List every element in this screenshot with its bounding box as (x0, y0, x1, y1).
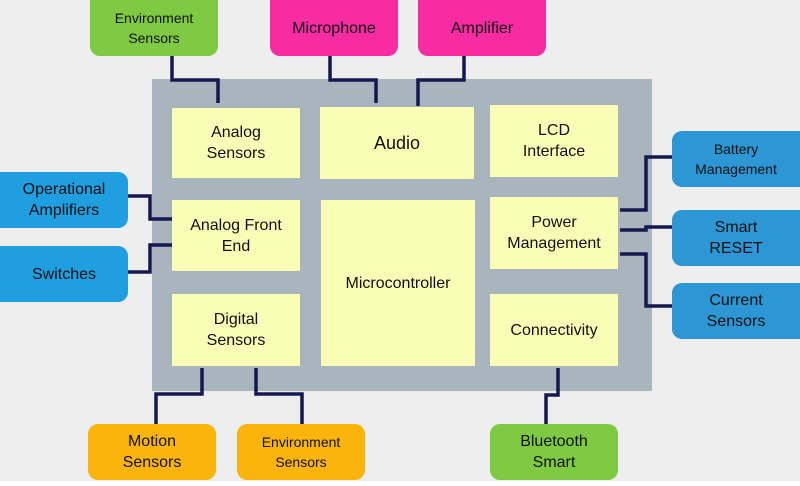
block-audio[interactable]: Audio (320, 107, 474, 179)
ext-environment-sensors-bottom[interactable]: Environment Sensors (237, 424, 365, 480)
ext-amplifier[interactable]: Amplifier (418, 0, 546, 56)
ext-operational-amplifiers[interactable]: Operational Amplifiers (0, 172, 128, 228)
block-label: Microcontroller (345, 274, 451, 292)
ext-label: Amplifier (450, 19, 514, 37)
ext-switches[interactable]: Switches (0, 246, 128, 302)
block-analog-front-end[interactable]: Analog Front End (172, 200, 300, 271)
block-connectivity[interactable]: Connectivity (490, 294, 618, 366)
ext-label: Current Sensors (706, 292, 766, 330)
block-lcd-interface[interactable]: LCD Interface (490, 105, 618, 177)
block-digital-sensors[interactable]: Digital Sensors (172, 294, 300, 366)
ext-label: Environment Sensors (114, 10, 194, 46)
ext-label: Environment Sensors (261, 434, 341, 470)
ext-motion-sensors[interactable]: Motion Sensors (88, 424, 216, 480)
ext-bluetooth-smart[interactable]: Bluetooth Smart (490, 424, 618, 480)
block-label: Digital Sensors (206, 311, 266, 349)
block-label: Analog Sensors (206, 124, 266, 162)
ext-current-sensors[interactable]: Current Sensors (672, 283, 800, 339)
block-power-management[interactable]: Power Management (490, 197, 618, 269)
block-label: Analog Front End (190, 216, 282, 255)
ext-microphone[interactable]: Microphone (270, 0, 398, 56)
block-label: LCD Interface (522, 122, 586, 160)
ext-label: Switches (31, 265, 97, 283)
ext-label: Smart RESET (709, 219, 763, 257)
ext-label: Operational Amplifiers (22, 181, 106, 219)
ext-label: Motion Sensors (122, 433, 182, 471)
ext-label: Microphone (292, 19, 376, 37)
block-label: Connectivity (510, 321, 598, 339)
ext-label: Bluetooth Smart (520, 433, 588, 471)
ext-label: Battery Management (695, 141, 777, 177)
block-analog-sensors[interactable]: Analog Sensors (172, 108, 300, 178)
block-label: Audio (373, 132, 421, 153)
ext-battery-management[interactable]: Battery Management (672, 131, 800, 187)
block-label: Power Management (507, 214, 601, 252)
ext-environment-sensors-top[interactable]: Environment Sensors (90, 0, 218, 56)
ext-smart-reset[interactable]: Smart RESET (672, 210, 800, 266)
block-microcontroller[interactable]: Microcontroller (321, 200, 475, 366)
